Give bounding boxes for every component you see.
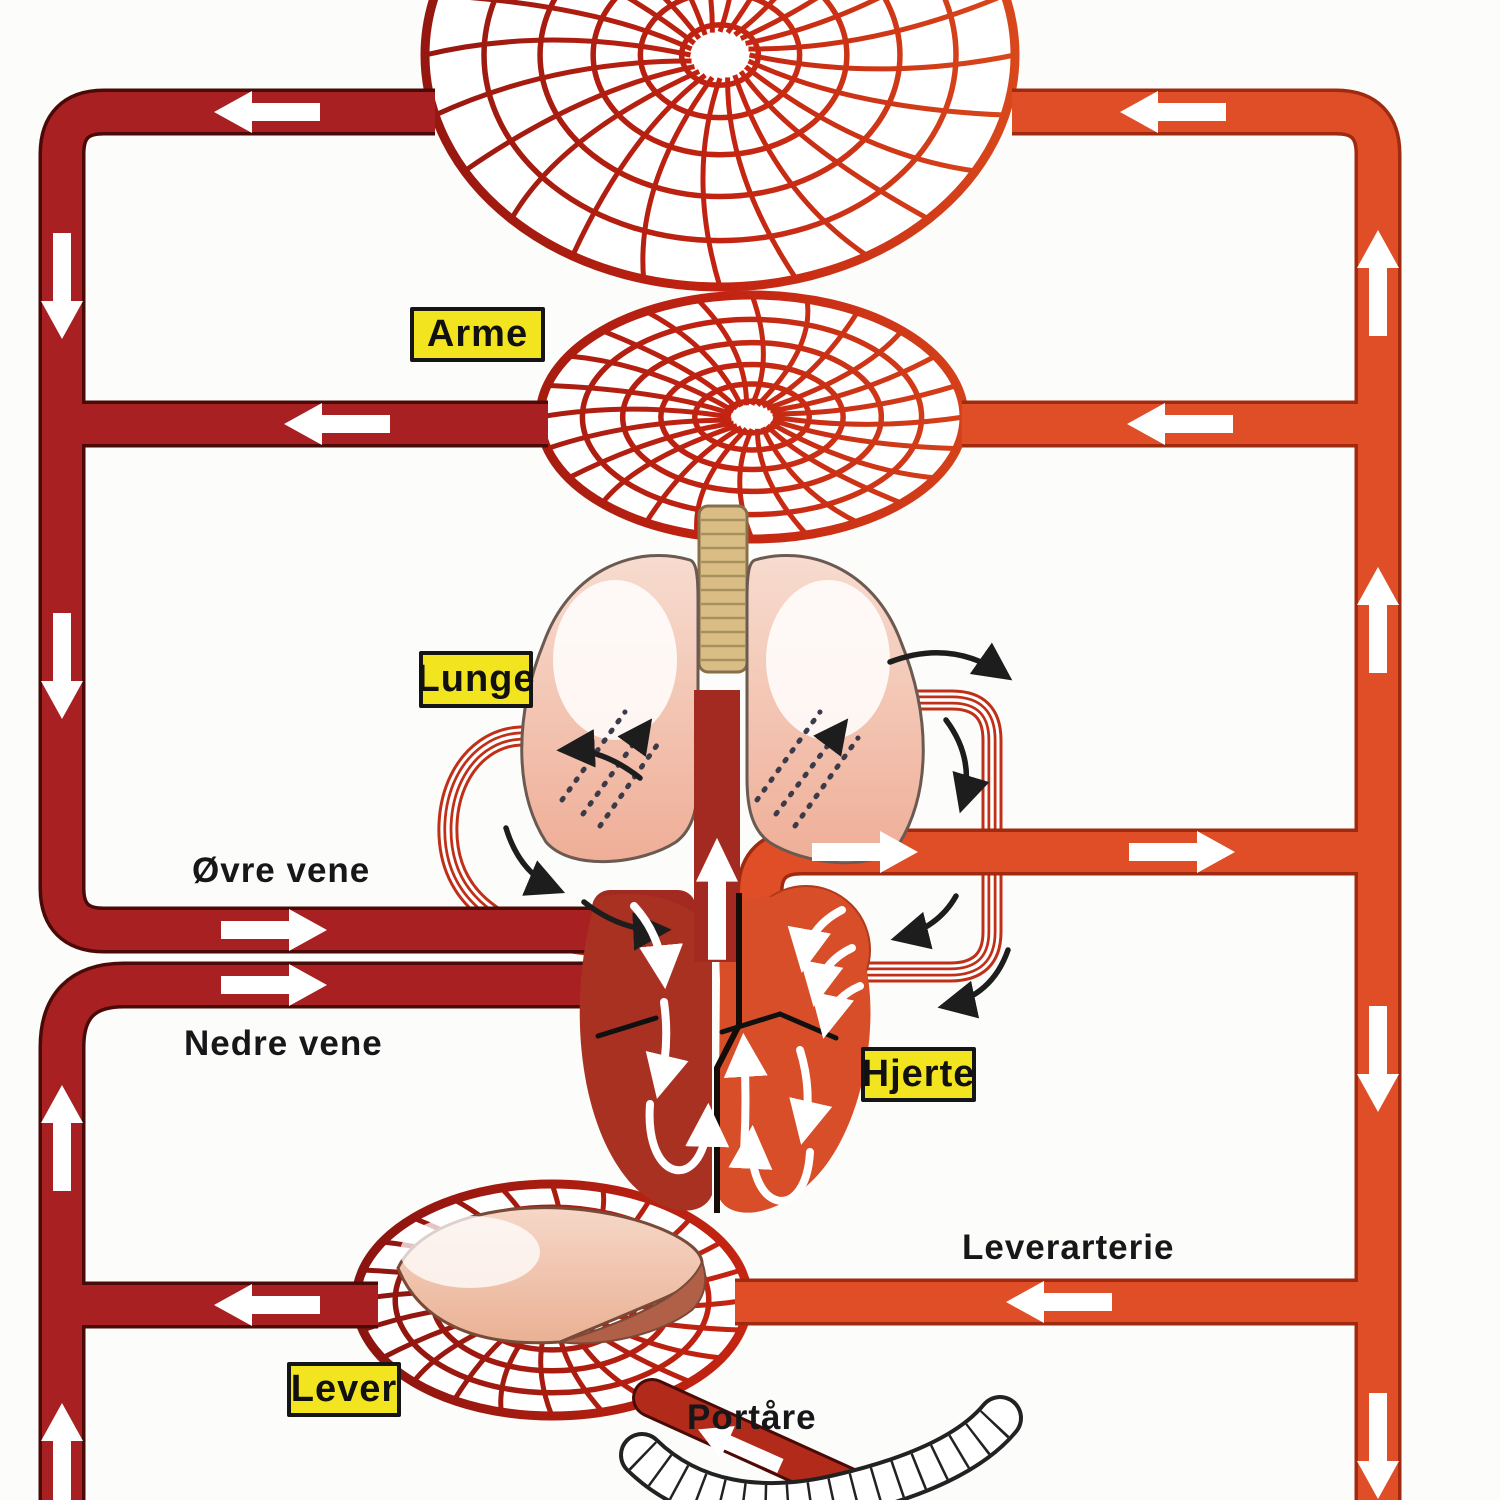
label-lunge: Lunge <box>417 651 535 708</box>
flow-arrow <box>221 909 327 951</box>
flow-arrow <box>1357 567 1399 673</box>
flow-arrows-white <box>41 91 1399 1500</box>
flow-arrow <box>1127 403 1233 445</box>
vein-head-to-heart <box>42 92 652 950</box>
flow-arrow <box>214 1284 320 1326</box>
label-lever: Lever <box>287 1362 401 1417</box>
label-portare: Portåre <box>687 1398 817 1437</box>
flow-arrow <box>284 403 390 445</box>
flow-arrow <box>698 1426 784 1473</box>
heart-flow-arrows <box>630 902 864 1205</box>
arm-capillary-network <box>535 290 969 544</box>
label-leverarterie: Leverarterie <box>962 1228 1175 1267</box>
flow-arrow <box>41 233 83 339</box>
flow-arrow <box>812 831 918 873</box>
flow-arrow <box>214 91 320 133</box>
flow-arrow <box>1120 91 1226 133</box>
trachea <box>697 504 749 674</box>
flow-arrow <box>221 964 327 1006</box>
flow-arrow <box>1357 1393 1399 1499</box>
flow-arrow <box>41 1403 83 1500</box>
flow-arrow <box>1357 230 1399 336</box>
label-hjerte: Hjerte <box>861 1047 976 1102</box>
liver <box>396 1206 707 1345</box>
direction-arrows-black <box>503 642 1013 1019</box>
intestine <box>619 1395 1023 1500</box>
flow-arrow <box>696 837 738 960</box>
label-ovre-vene: Øvre vene <box>192 851 371 890</box>
flow-arrow <box>1006 1281 1112 1323</box>
label-arme: Arme <box>410 307 545 362</box>
flow-arrow <box>1129 831 1235 873</box>
lung-airflow-arrows <box>559 709 861 829</box>
flow-arrow <box>41 1085 83 1191</box>
vein-lower-body <box>42 965 645 1500</box>
flow-arrow <box>1357 1006 1399 1112</box>
head-capillary-network <box>420 0 1020 292</box>
lungs <box>520 553 925 865</box>
label-nedre-vene: Nedre vene <box>184 1024 383 1063</box>
artery-main <box>1012 92 1398 1500</box>
flow-arrow <box>41 613 83 719</box>
